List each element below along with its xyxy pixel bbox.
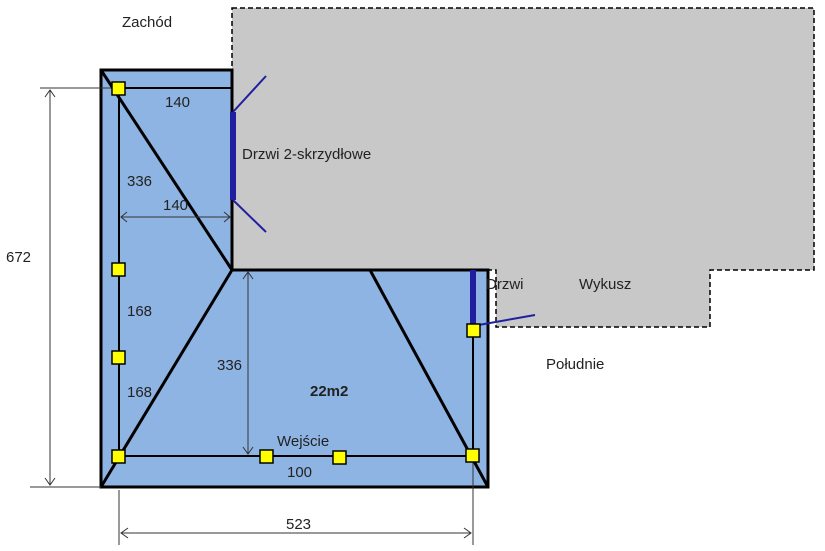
- point: [111, 350, 126, 365]
- left-lower-dimension: 168: [127, 384, 153, 401]
- west-label: Zachód: [122, 14, 173, 31]
- outer-dimension-lines: [30, 87, 474, 545]
- point: [111, 81, 126, 96]
- left-mid-dimension: 168: [127, 303, 153, 320]
- top-width-dimension: 140: [165, 94, 191, 111]
- south-label: Południe: [546, 356, 605, 373]
- point: [111, 262, 126, 277]
- point: [466, 323, 481, 338]
- survey-points: [111, 81, 481, 465]
- inner-height-dimension: 336: [217, 357, 243, 374]
- area-label: 22m2: [310, 383, 349, 400]
- bottom-total-dimension: 523: [286, 516, 312, 533]
- point: [332, 450, 347, 465]
- left-upper-dimension: 336: [127, 173, 153, 190]
- mid-width-dimension: 140: [163, 197, 189, 214]
- entrance-label: Wejście: [277, 433, 330, 450]
- point: [259, 449, 274, 464]
- double-door: [230, 75, 267, 233]
- double-door-label: Drzwi 2-skrzydłowe: [242, 146, 372, 163]
- point: [465, 448, 480, 463]
- bottom-inner-dimension: 100: [287, 464, 313, 481]
- door: [470, 270, 536, 327]
- inner-dimension-arrows: [120, 211, 254, 455]
- door-label: Drzwi: [486, 276, 524, 293]
- bay-label: Wykusz: [579, 276, 632, 293]
- point: [111, 449, 126, 464]
- total-height-dimension: 672: [6, 249, 32, 266]
